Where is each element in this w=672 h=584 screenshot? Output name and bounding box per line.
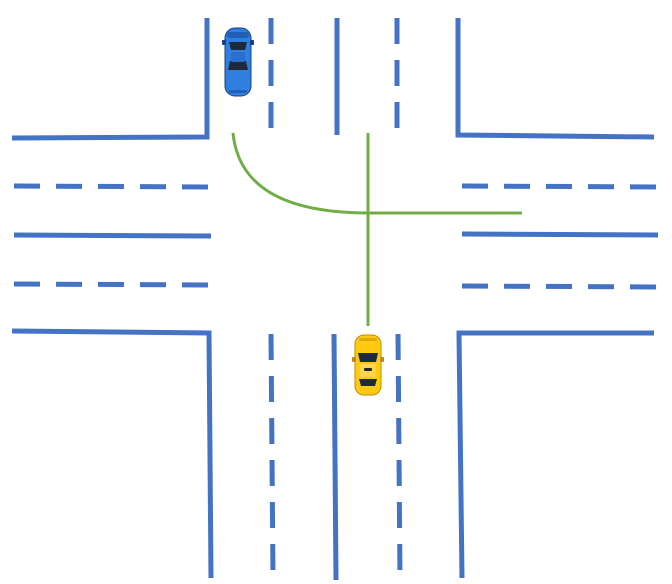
road-edge-top-right [455,18,655,140]
road-markings [11,18,659,581]
road-edge-bottom-right [456,330,654,579]
lane-divider-east-bottom [461,283,659,290]
lane-divider-west-bottom [13,281,211,288]
center-line-west [13,232,212,239]
blue-car-icon [222,27,254,97]
yellow-taxi-icon [352,334,384,396]
road-edge-top-left [11,18,210,141]
lane-divider-west-top [13,183,211,190]
lane-divider-east-top [461,183,659,190]
center-line-east [461,231,659,238]
blue-car-path [231,132,522,215]
vehicle-paths [231,132,522,326]
road-edge-bottom-left [11,328,214,579]
center-line-south [331,333,339,581]
